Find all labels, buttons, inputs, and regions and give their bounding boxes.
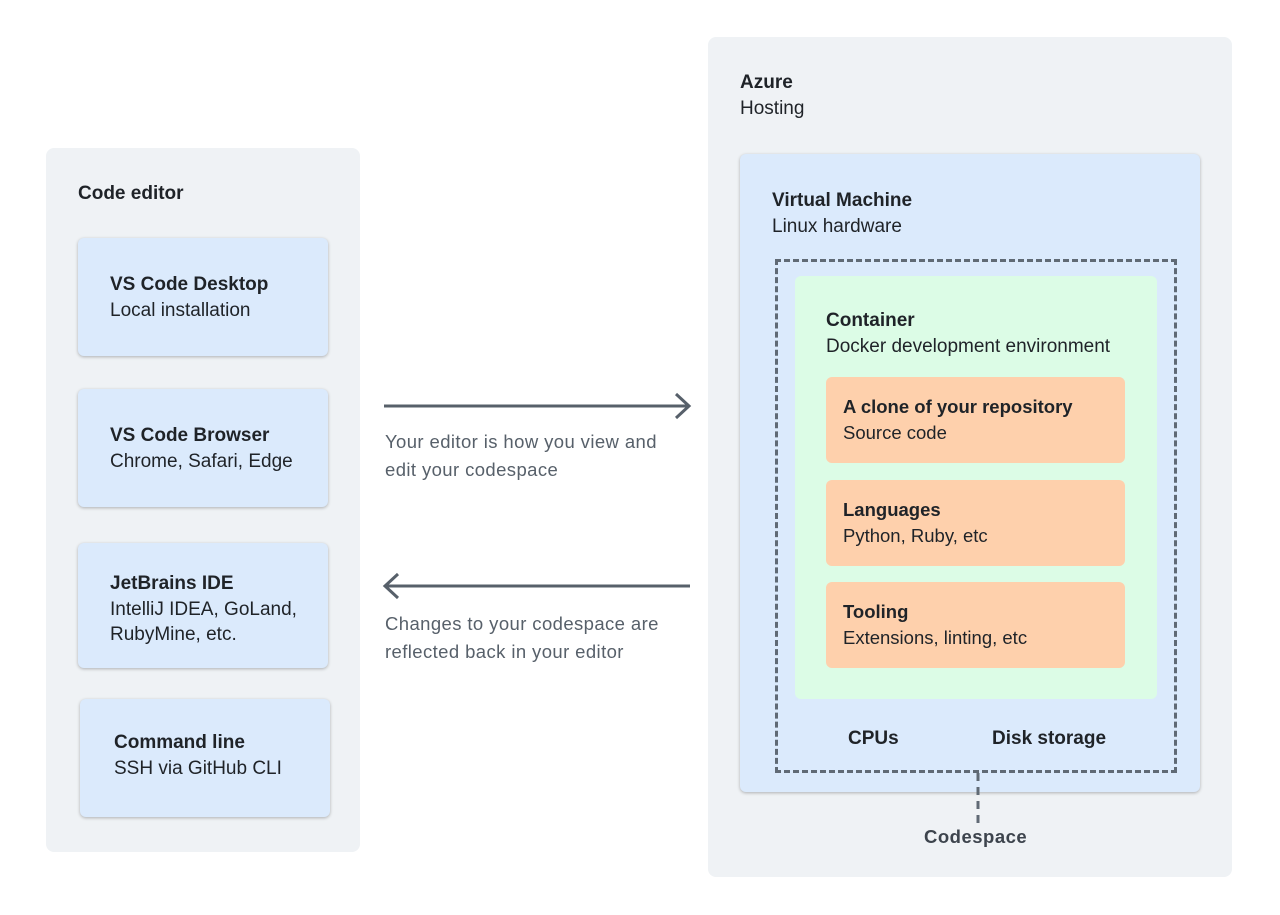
card-subtitle-line1: IntelliJ IDEA, GoLand, — [110, 599, 297, 620]
codespace-connector — [976, 773, 980, 825]
editor-to-codespace-caption: Your editor is how you view and edit you… — [385, 428, 695, 484]
right-arrow-icon — [384, 392, 692, 420]
left-arrow-icon — [382, 572, 690, 600]
vm-title: Virtual Machine — [772, 190, 913, 211]
repository-clone-box: A clone of your repository Source code — [826, 377, 1125, 463]
item-title: A clone of your repository — [843, 396, 1073, 417]
jetbrains-ide-card: JetBrains IDE IntelliJ IDEA, GoLand, Rub… — [78, 543, 328, 668]
command-line-card: Command line SSH via GitHub CLI — [80, 699, 330, 817]
item-subtitle: Python, Ruby, etc — [843, 525, 988, 546]
tooling-box: Tooling Extensions, linting, etc — [826, 582, 1125, 668]
vs-code-desktop-card: VS Code Desktop Local installation — [78, 238, 328, 356]
container-title: Container — [826, 310, 915, 331]
codespace-to-editor-caption: Changes to your codespace are reflected … — [385, 610, 695, 666]
card-subtitle: SSH via GitHub CLI — [114, 758, 282, 779]
azure-subtitle: Hosting — [740, 98, 805, 119]
item-title: Tooling — [843, 601, 909, 622]
card-title: Command line — [114, 732, 245, 753]
azure-heading: Azure Hosting — [740, 70, 804, 122]
container-heading: Container Docker development environment — [826, 308, 1110, 360]
vm-heading: Virtual Machine Linux hardware — [772, 188, 912, 240]
caption-line: reflected back in your editor — [385, 641, 624, 662]
card-title: VS Code Desktop — [110, 274, 269, 295]
container-subtitle: Docker development environment — [826, 336, 1111, 357]
item-title: Languages — [843, 499, 941, 520]
code-editor-title: Code editor — [78, 183, 184, 204]
codespace-label: Codespace — [924, 826, 1028, 847]
card-subtitle: Local installation — [110, 300, 251, 321]
item-subtitle: Source code — [843, 422, 947, 443]
card-title: JetBrains IDE — [110, 573, 234, 594]
cpus-label: CPUs — [848, 728, 899, 749]
caption-line: edit your codespace — [385, 459, 559, 480]
card-subtitle-line2: RubyMine, etc. — [110, 624, 237, 645]
codespace-boundary — [775, 259, 1177, 773]
languages-box: Languages Python, Ruby, etc — [826, 480, 1125, 566]
card-subtitle: Chrome, Safari, Edge — [110, 451, 293, 472]
caption-line: Changes to your codespace are — [385, 613, 659, 634]
item-subtitle: Extensions, linting, etc — [843, 627, 1028, 648]
azure-title: Azure — [740, 72, 793, 93]
caption-line: Your editor is how you view and — [385, 431, 657, 452]
vm-subtitle: Linux hardware — [772, 216, 902, 237]
vs-code-browser-card: VS Code Browser Chrome, Safari, Edge — [78, 389, 328, 507]
disk-storage-label: Disk storage — [992, 728, 1107, 749]
card-title: VS Code Browser — [110, 425, 270, 446]
